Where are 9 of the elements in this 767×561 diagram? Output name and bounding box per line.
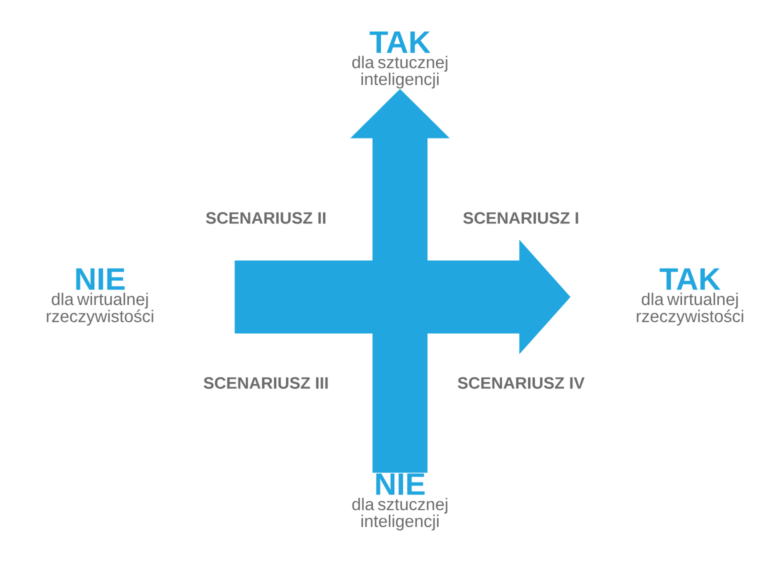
axis-label: NIE dla wirtualnej rzeczywistości: [46, 268, 154, 326]
block-arrow: [234, 240, 570, 354]
axis-label: NIE dla sztucznej inteligencji: [352, 473, 448, 530]
scenario-label: SCENARIUSZ II: [206, 212, 326, 224]
axis-label: TAK dla wirtualnej rzeczywistości: [636, 268, 744, 326]
scenario-label: SCENARIUSZ III: [204, 377, 328, 389]
scenario-label: SCENARIUSZ I: [463, 212, 578, 224]
axis-label: TAK dla sztucznej inteligencji: [352, 31, 448, 88]
scenario-label: SCENARIUSZ IV: [458, 377, 585, 389]
